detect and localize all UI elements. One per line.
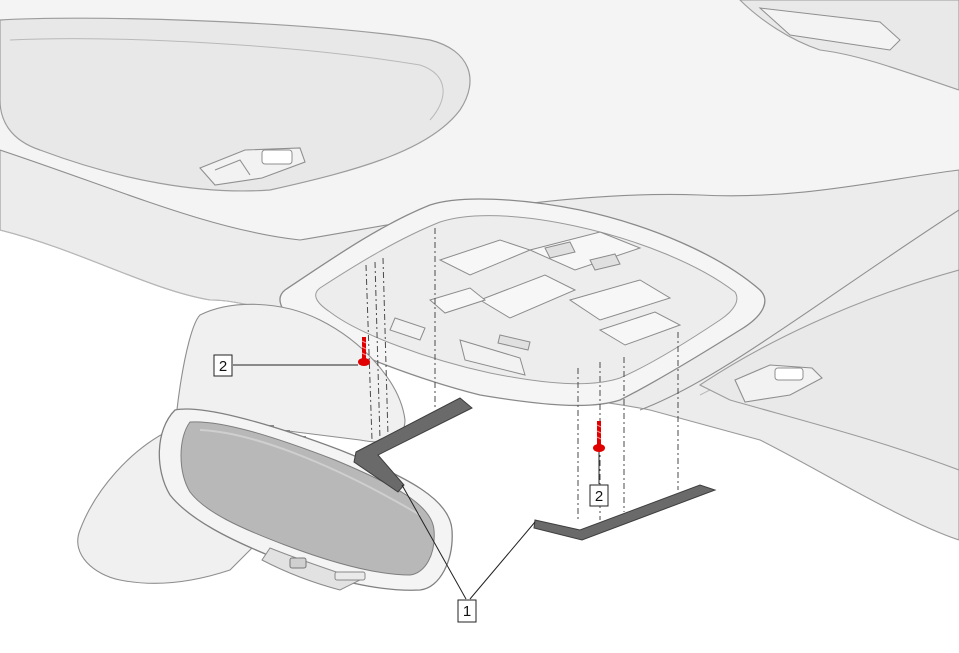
callout-2-left-label: 2 [219,358,227,375]
right-sunvisor-recess [698,269,959,471]
trim-cover-left [353,397,473,493]
screw-left [358,337,370,366]
callout-1-label: 1 [463,603,471,620]
trim-cover-right [533,484,717,541]
callout-2-right-label: 2 [595,488,603,505]
top-right-recess [739,0,959,91]
left-sunvisor-recess [0,17,471,192]
callout-1: 1 [457,599,477,623]
rear-view-mirror [158,408,453,591]
callout-2-right: 2 [589,484,609,507]
callout-2-left: 2 [213,354,233,377]
screw-right [593,421,605,452]
leader-lines [233,364,600,600]
overhead-console [279,198,766,407]
